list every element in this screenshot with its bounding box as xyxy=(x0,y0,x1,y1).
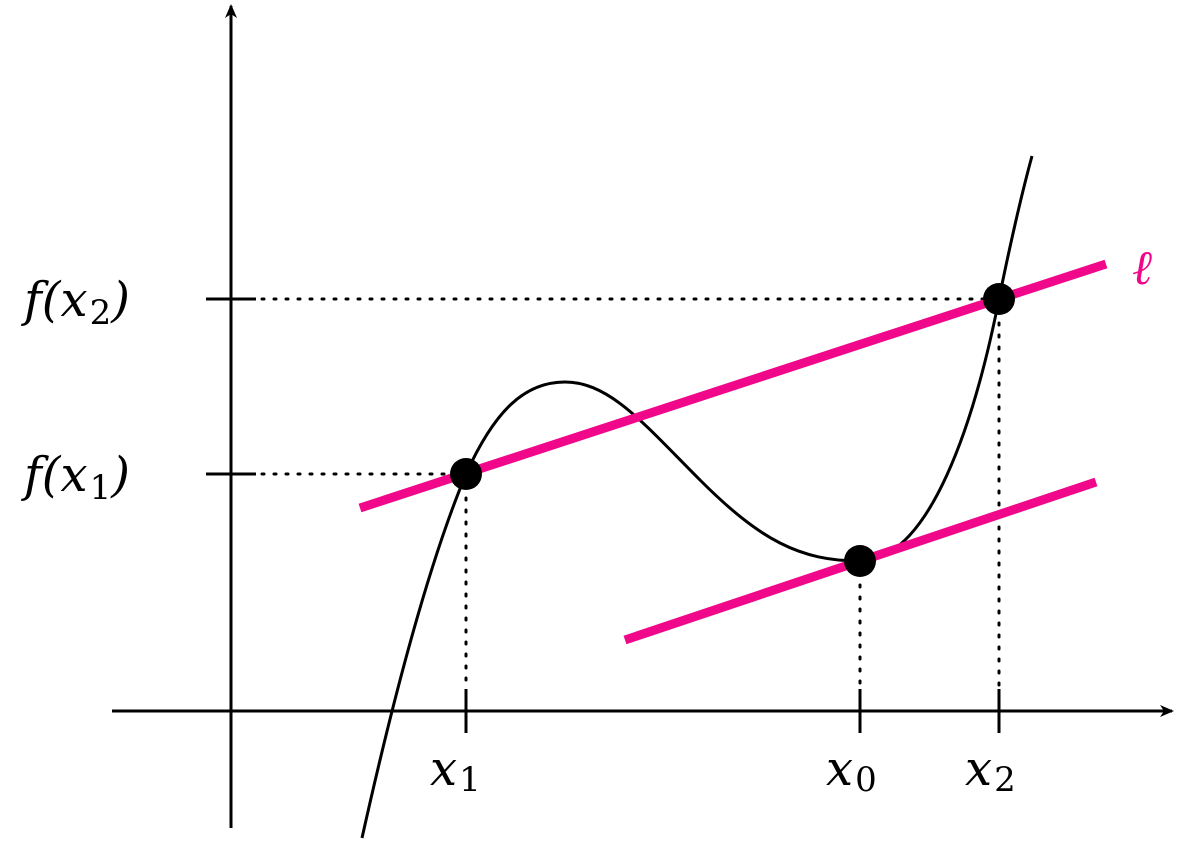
x-tick-label-x0: x0 xyxy=(826,741,877,800)
point-x2 xyxy=(983,283,1015,315)
x-tick-label-x2: x2 xyxy=(965,741,1016,800)
secant-line xyxy=(358,259,1108,513)
y-tick-label-fx1: f(x1) xyxy=(21,447,130,508)
x-tick-label-x1: x1 xyxy=(430,741,481,800)
guide-lines xyxy=(260,297,1001,687)
function-curve xyxy=(360,155,1034,839)
point-x0 xyxy=(844,545,876,577)
point-x1 xyxy=(450,458,482,490)
line-label: ℓ xyxy=(1132,240,1152,296)
y-tick-label-fx2: f(x2) xyxy=(21,272,130,333)
